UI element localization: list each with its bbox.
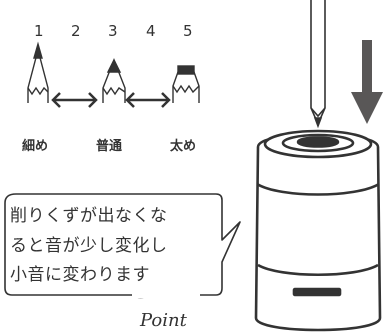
label-thin: 細め [22,139,49,154]
down-arrow-icon [351,40,383,124]
note-line-1: 削りくずが出なくな [10,206,168,226]
label-normal: 普通 [96,139,123,154]
label-thick: 太め [170,139,197,154]
scale-number-5: 5 [183,22,193,40]
double-arrow-icon [51,92,98,108]
speech-bubble [4,193,241,299]
pencil-icon [310,0,326,129]
pencil-icon [172,65,200,103]
double-arrow-icon [125,92,171,108]
point-tag: Point [140,310,187,331]
note-line-2: ると音が少し変化し [10,236,168,256]
scale-number-1: 1 [34,22,44,40]
scale-number-3: 3 [108,22,118,40]
scale-number-4: 4 [146,22,156,40]
sharpener-icon [254,129,382,332]
pencil-icon [102,58,126,103]
note-line-3: 小音に変わります [10,265,150,285]
pencil-icon [27,41,49,103]
scale-number-2: 2 [71,22,81,40]
